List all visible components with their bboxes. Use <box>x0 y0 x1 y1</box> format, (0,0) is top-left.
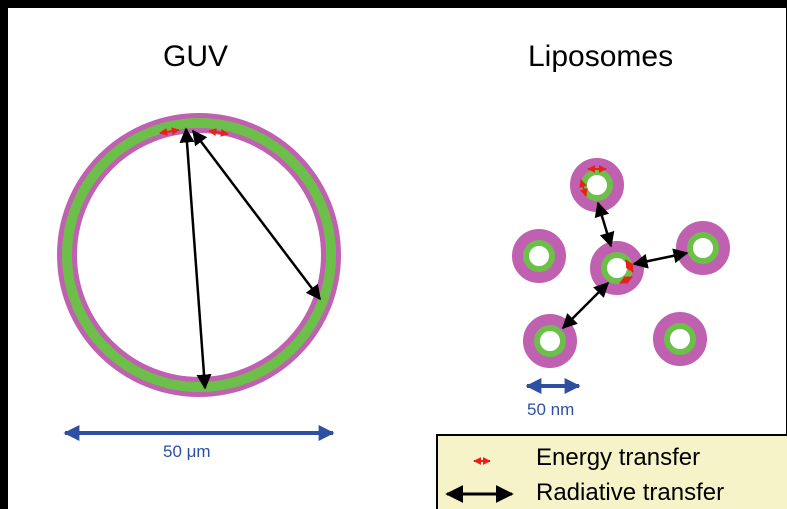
liposomes-title: Liposomes <box>528 40 674 73</box>
liposome-bottom-left <box>523 314 577 368</box>
liposome-energy-arrows <box>579 165 634 284</box>
guv-energy-arrows <box>159 127 229 137</box>
guv-energy-arrow-right <box>208 128 229 137</box>
legend-energy-transfer-label: Energy transfer <box>536 444 701 471</box>
guv-vesicle <box>57 113 341 397</box>
legend-radiative-transfer-label: Radiative transfer <box>536 479 725 506</box>
guv-energy-arrow-left <box>159 127 180 136</box>
radiative-arrow-top <box>594 201 615 248</box>
liposome-right <box>676 221 730 275</box>
radiative-arrow-bottom-left <box>561 281 610 330</box>
guv-scale-label: 50 μm <box>163 442 211 461</box>
guv-radiative-arrow-diagonal <box>192 129 321 301</box>
guv-radiative-arrow-vertical <box>179 127 212 390</box>
guv-radiative-arrows <box>179 127 321 390</box>
radiative-arrow-right <box>632 248 689 269</box>
guv-title: GUV <box>163 40 229 73</box>
liposome-left <box>512 229 566 283</box>
liposome-bottom-right <box>653 312 707 366</box>
liposome-scale-label: 50 nm <box>527 400 575 419</box>
liposome-radiative-arrows <box>561 201 689 330</box>
